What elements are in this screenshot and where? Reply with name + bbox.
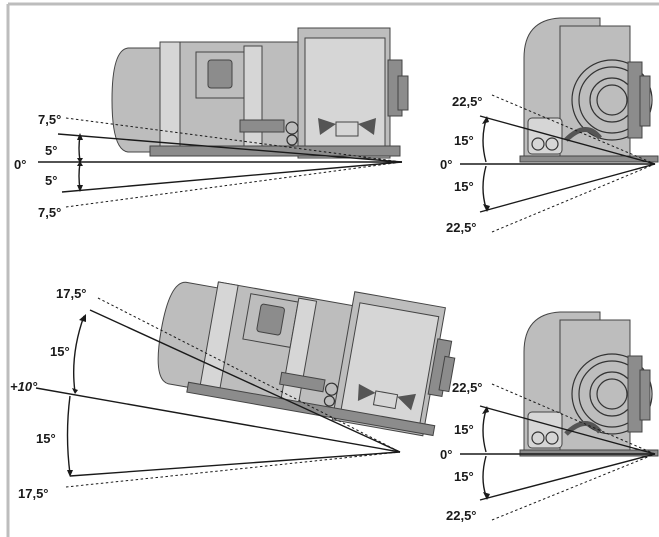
line-down-solid [479,163,656,213]
angle-label-horizontal: 0° [440,447,452,462]
angle-label-lower-dashed: 7,5° [38,205,61,220]
angle-arc-upper [73,315,85,393]
line-up-dashed [65,117,403,163]
line-down-solid [61,161,403,193]
line-down-dashed [65,451,401,488]
angle-label-lower-solid: 5° [45,173,57,188]
line-down-solid [479,453,656,501]
line-down-dashed [65,161,403,208]
line-up-dashed [97,297,401,453]
compressor-side-view [111,27,409,159]
line-down-dashed [491,453,656,521]
panel-bottom-left: 17,5° 15° +10° 15° 17,5° [10,281,456,501]
angle-label-lower-dashed: 22,5° [446,220,477,235]
line-up-solid [479,115,656,165]
angle-label-horizontal: 0° [440,157,452,172]
compressor-front-view [519,17,659,163]
angle-arc-upper [482,409,487,453]
panel-bottom-right: 22,5° 15° 0° 15° 22,5° [440,311,659,523]
line-down-dashed [491,163,656,233]
angle-label-upper-solid: 15° [454,422,474,437]
angle-label-upper-dashed: 7,5° [38,112,61,127]
compressor-front-view [519,311,659,457]
angle-arc-lower [482,455,487,497]
panel-top-left: 7,5° 5° 0° 5° 7,5° [14,27,409,220]
angle-label-upper-dashed: 22,5° [452,380,483,395]
compressor-side-view-tilted [157,281,456,437]
angle-label-lower-solid: 15° [454,469,474,484]
line-down-solid [69,451,401,477]
angle-label-tilt: +10° [10,379,38,394]
panel-top-right: 22,5° 15° 0° 15° 22,5° [440,17,659,235]
line-up-solid [57,133,403,163]
angle-label-lower-solid: 15° [454,179,474,194]
angle-label-lower-dashed: 22,5° [446,508,477,523]
line-tilt-reference [35,387,401,453]
angle-label-lower-solid: 15° [36,431,56,446]
angle-label-upper-dashed: 22,5° [452,94,483,109]
angle-label-upper-dashed: 17,5° [56,286,87,301]
angle-label-upper-solid: 15° [454,133,474,148]
angle-label-upper-solid: 15° [50,344,70,359]
angle-label-horizontal: 0° [14,157,26,172]
line-up-solid [89,309,401,453]
angle-arc-lower [482,165,487,209]
angle-label-upper-solid: 5° [45,143,57,158]
line-up-solid [479,405,656,455]
angle-arc-upper [482,119,487,163]
angle-label-lower-dashed: 17,5° [18,486,49,501]
angle-arc-lower [66,395,71,475]
